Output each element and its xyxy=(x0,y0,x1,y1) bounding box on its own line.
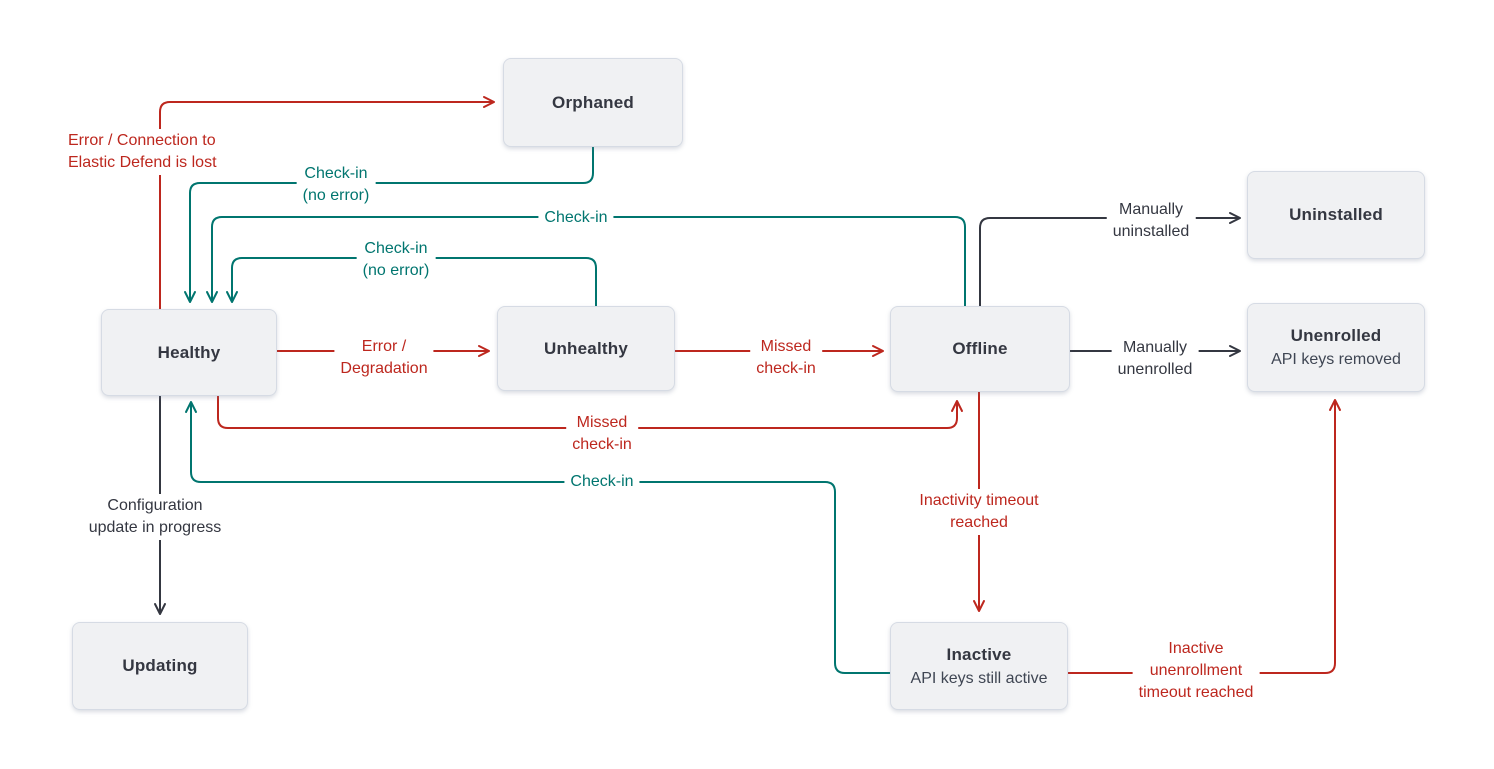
node-inactive-title: Inactive xyxy=(946,644,1012,664)
edge-label-healthy-to-offline: Missed check-in xyxy=(566,411,638,457)
node-offline: Offline xyxy=(890,306,1070,392)
edge-offline-to-uninstalled xyxy=(979,212,1241,306)
edge-inactive-to-unenrolled xyxy=(1068,399,1341,674)
edge-label-healthy-to-updating: Configuration update in progress xyxy=(82,494,228,540)
node-inactive: Inactive API keys still active xyxy=(890,622,1068,710)
edge-label-unhealthy-to-offline: Missed check-in xyxy=(750,335,822,381)
node-unenrolled: Unenrolled API keys removed xyxy=(1247,303,1425,392)
node-healthy: Healthy xyxy=(101,309,277,396)
edge-label-inactive-to-unenrolled: Inactive unenrollment timeout reached xyxy=(1132,637,1260,705)
edge-healthy-to-orphaned xyxy=(159,96,495,309)
node-inactive-subtitle: API keys still active xyxy=(910,669,1048,687)
node-updating: Updating xyxy=(72,622,248,710)
node-uninstalled: Uninstalled xyxy=(1247,171,1425,259)
node-orphaned: Orphaned xyxy=(503,58,683,147)
edge-label-offline-to-inactive: Inactivity timeout reached xyxy=(913,489,1045,535)
node-unenrolled-subtitle: API keys removed xyxy=(1271,351,1401,368)
node-unhealthy-title: Unhealthy xyxy=(544,338,628,358)
node-offline-title: Offline xyxy=(952,339,1008,358)
edge-inactive-to-healthy xyxy=(185,401,890,674)
edge-label-offline-to-unenrolled: Manually unenrolled xyxy=(1111,336,1199,382)
edge-label-orphaned-to-healthy: Check-in (no error) xyxy=(296,162,376,208)
node-updating-title: Updating xyxy=(122,656,198,675)
edge-label-healthy-to-orphaned: Error / Connection to Elastic Defend is … xyxy=(62,129,223,175)
edge-offline-to-healthy xyxy=(206,216,966,306)
node-orphaned-title: Orphaned xyxy=(552,92,634,112)
edge-orphaned-to-healthy xyxy=(184,147,594,303)
edge-label-healthy-to-unhealthy: Error / Degradation xyxy=(334,335,434,381)
node-unenrolled-title: Unenrolled xyxy=(1290,326,1382,345)
node-uninstalled-title: Uninstalled xyxy=(1289,205,1383,224)
edge-label-inactive-to-healthy: Check-in xyxy=(564,470,640,494)
edge-label-offline-to-uninstalled: Manually uninstalled xyxy=(1106,198,1196,244)
node-unhealthy: Unhealthy xyxy=(497,306,675,391)
node-healthy-title: Healthy xyxy=(157,342,221,362)
edge-label-unhealthy-to-healthy: Check-in (no error) xyxy=(356,237,436,283)
edge-label-offline-to-healthy: Check-in xyxy=(538,206,614,230)
